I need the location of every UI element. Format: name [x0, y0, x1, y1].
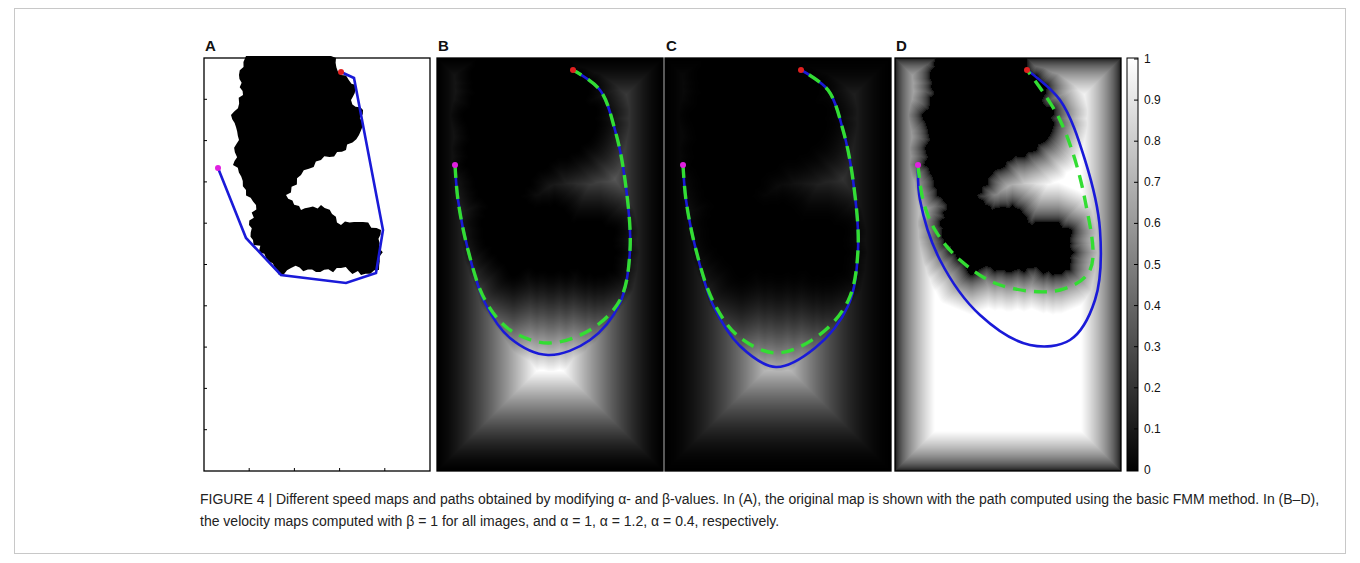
speed-map [665, 58, 891, 471]
map-panel [665, 58, 891, 471]
obstacle [231, 56, 383, 275]
colorbar-tick [1134, 387, 1138, 388]
goal-point [1024, 67, 1030, 73]
goal-point [570, 67, 576, 73]
start-point [215, 165, 221, 171]
colorbar-tick-label: 0 [1144, 463, 1151, 477]
panel-letter: D [896, 37, 907, 54]
colorbar-tick-label: 0.3 [1144, 340, 1161, 354]
colorbar-tick [1134, 264, 1138, 265]
colorbar [1127, 58, 1138, 471]
map-panel [204, 56, 430, 471]
colorbar-tick-label: 0.7 [1144, 175, 1161, 189]
colorbar-tick [1134, 59, 1138, 60]
goal-point [338, 69, 344, 75]
panel-letter: C [666, 37, 677, 54]
panel-frame [204, 58, 430, 471]
fmm2-path [683, 70, 858, 353]
start-point [452, 162, 458, 168]
fmm-path [918, 70, 1101, 346]
colorbar-tick-label: 0.6 [1144, 216, 1161, 230]
colorbar-tick [1134, 305, 1138, 306]
colorbar-tick [1134, 100, 1138, 101]
figure-caption: FIGURE 4 | Different speed maps and path… [200, 488, 1340, 532]
colorbar-tick-label: 0.5 [1144, 258, 1161, 272]
fmm2-path [918, 70, 1093, 292]
panel-frame [437, 58, 663, 471]
map-panel [895, 58, 1121, 471]
speed-map [895, 58, 1121, 471]
fmm2-path [455, 70, 630, 343]
colorbar-tick-label: 1 [1144, 52, 1151, 66]
colorbar-tick [1134, 346, 1138, 347]
fmm-path [683, 70, 858, 367]
figure-border [15, 9, 1346, 554]
goal-point [798, 67, 804, 73]
speed-map [437, 58, 663, 471]
colorbar-tick-label: 0.9 [1144, 93, 1161, 107]
panel-frame [895, 58, 1121, 471]
colorbar-tick-label: 0.2 [1144, 381, 1161, 395]
panel-frame [665, 58, 891, 471]
colorbar-tick-label: 0.1 [1144, 422, 1161, 436]
panel-letter: B [438, 37, 449, 54]
colorbar-tick [1134, 428, 1138, 429]
panel-letter: A [205, 37, 216, 54]
colorbar-tick [1134, 141, 1138, 142]
colorbar-tick-label: 0.8 [1144, 134, 1161, 148]
colorbar-tick [1134, 223, 1138, 224]
start-point [680, 162, 686, 168]
colorbar-tick [1134, 182, 1138, 183]
fmm-path [218, 72, 383, 283]
colorbar-tick-label: 0.4 [1144, 299, 1161, 313]
start-point [915, 162, 921, 168]
colorbar-tick [1134, 470, 1138, 471]
map-panel [437, 58, 663, 471]
fmm-path [455, 70, 630, 355]
